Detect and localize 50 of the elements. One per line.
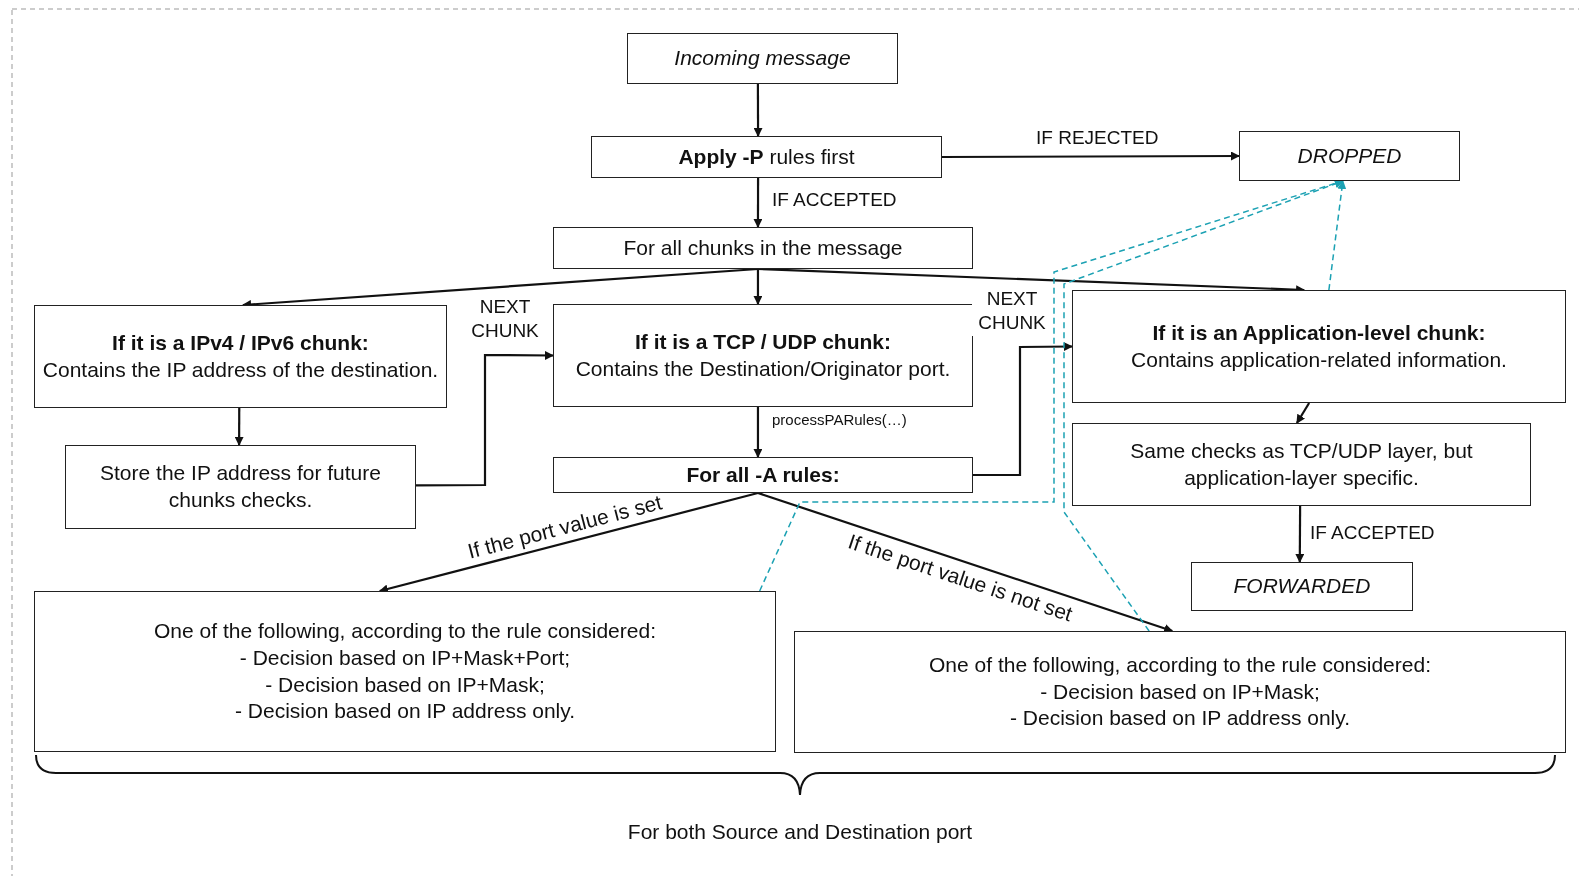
list-item: - Decision based on IP address only. bbox=[1009, 705, 1351, 732]
box-heading: If it is a IPv4 / IPv6 chunk: bbox=[112, 329, 369, 356]
process-box bbox=[34, 305, 447, 408]
list-item: - Decision based on IP address only. bbox=[234, 698, 576, 725]
box-heading: If it is an Application-level chunk: bbox=[1152, 319, 1486, 346]
process-box bbox=[1072, 423, 1531, 506]
process-box bbox=[627, 33, 898, 84]
process-box bbox=[34, 591, 776, 752]
arrow bbox=[1295, 402, 1311, 424]
arrow bbox=[1295, 506, 1305, 563]
process-box bbox=[1072, 290, 1566, 403]
process-box bbox=[553, 227, 973, 269]
process-box bbox=[591, 136, 942, 178]
box-text: Same checks as TCP/UDP layer, but application-layer specific. bbox=[1129, 437, 1474, 491]
box-text: Contains application-related information. bbox=[1131, 346, 1507, 373]
process-box bbox=[553, 304, 973, 407]
list-item: - Decision based on IP+Mask; bbox=[1040, 678, 1320, 705]
arrow bbox=[757, 491, 1174, 633]
arrow bbox=[973, 342, 1073, 477]
box-text: Contains the Destination/Originator port. bbox=[575, 355, 951, 382]
arrow bbox=[942, 151, 1240, 161]
arrow bbox=[753, 407, 763, 458]
process-box bbox=[553, 457, 973, 493]
arrow bbox=[234, 408, 244, 446]
box-text: For all -A rules: bbox=[686, 461, 840, 488]
process-box bbox=[794, 631, 1566, 753]
dashed-arrow bbox=[1063, 179, 1344, 632]
brace-label: For both Source and Destination port bbox=[627, 820, 973, 844]
arrow bbox=[416, 350, 554, 487]
box-text: Store the IP address for future chunks checks. bbox=[99, 460, 382, 513]
box-text: One of the following, according to the rule considered: bbox=[154, 617, 656, 644]
arrow bbox=[753, 269, 763, 305]
edge-label: If the port value is not set bbox=[844, 528, 1076, 628]
box-text: One of the following, according to the rule considered: bbox=[929, 651, 1431, 678]
process-box bbox=[1239, 131, 1460, 181]
dashed-arrow bbox=[1328, 180, 1347, 291]
box-heading: If it is a TCP / UDP chunk: bbox=[635, 328, 891, 355]
arrow bbox=[753, 84, 763, 137]
arrow bbox=[753, 178, 763, 228]
box-text: DROPPED bbox=[1297, 142, 1402, 169]
box-text: Apply -P rules first bbox=[678, 143, 855, 170]
box-text: Incoming message bbox=[674, 45, 851, 72]
list-item: - Decision based on IP+Mask; bbox=[265, 671, 545, 698]
box-text: For all chunks in the message bbox=[623, 234, 903, 261]
box-text: Contains the IP address of the destination. bbox=[42, 356, 439, 383]
edge-label: If the port value is set bbox=[464, 489, 666, 565]
list-item: - Decision based on IP+Mask+Port; bbox=[239, 644, 571, 671]
process-box bbox=[1191, 562, 1413, 611]
box-text: FORWARDED bbox=[1233, 573, 1371, 600]
process-box bbox=[65, 445, 416, 529]
